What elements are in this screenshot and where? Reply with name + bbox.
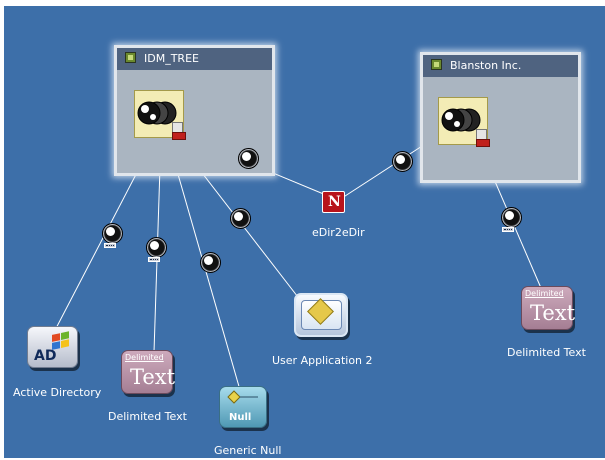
- status-marker-icon: [172, 132, 186, 140]
- driver-status-icon[interactable]: [501, 207, 522, 228]
- novell-edir-driver-icon[interactable]: N: [322, 191, 345, 213]
- user-application-icon[interactable]: [294, 293, 348, 337]
- driver-status-icon[interactable]: [102, 223, 123, 244]
- edirectory-tree-icon[interactable]: [134, 90, 186, 140]
- driver-port-icon: [502, 227, 514, 232]
- tree-name: Blanston Inc.: [450, 59, 522, 72]
- yin-yang-cluster-icon: [441, 108, 481, 132]
- tree-badge-icon: [431, 59, 442, 70]
- delimited-text-icon[interactable]: Delimited Text: [121, 350, 175, 394]
- driver-status-icon[interactable]: [392, 151, 413, 172]
- delimited-text-label[interactable]: Delimited Text: [507, 346, 586, 359]
- tree-blanston-inc[interactable]: Blanston Inc.: [420, 52, 581, 183]
- tree-badge-icon: [125, 52, 136, 63]
- driver-status-icon[interactable]: [200, 252, 221, 273]
- driver-status-icon[interactable]: [238, 148, 259, 169]
- tree-title-bar[interactable]: IDM_TREE: [117, 48, 272, 70]
- driver-port-icon: [148, 257, 160, 262]
- tree-name: IDM_TREE: [144, 52, 199, 65]
- edir2edir-label[interactable]: eDir2eDir: [312, 226, 365, 239]
- generic-null-icon[interactable]: Null: [219, 386, 267, 428]
- driver-port-icon: [104, 243, 116, 248]
- generic-null-label[interactable]: Generic Null: [214, 444, 282, 457]
- yin-yang-cluster-icon: [137, 101, 177, 125]
- delimited-text-label[interactable]: Delimited Text: [108, 410, 187, 423]
- flowchart-icon: [227, 390, 258, 404]
- designer-canvas[interactable]: IDM_TREE Blanston Inc.: [4, 6, 605, 458]
- delimited-text-icon[interactable]: Delimited Text: [521, 286, 575, 330]
- user-application-label[interactable]: User Application 2: [272, 354, 373, 367]
- edirectory-tree-icon[interactable]: [438, 97, 490, 147]
- driver-status-icon[interactable]: [230, 208, 251, 229]
- active-directory-icon[interactable]: AD: [27, 326, 78, 368]
- driver-status-icon[interactable]: [146, 237, 167, 258]
- active-directory-label[interactable]: Active Directory: [13, 386, 102, 399]
- tree-title-bar[interactable]: Blanston Inc.: [423, 55, 578, 77]
- status-marker-icon: [476, 139, 490, 147]
